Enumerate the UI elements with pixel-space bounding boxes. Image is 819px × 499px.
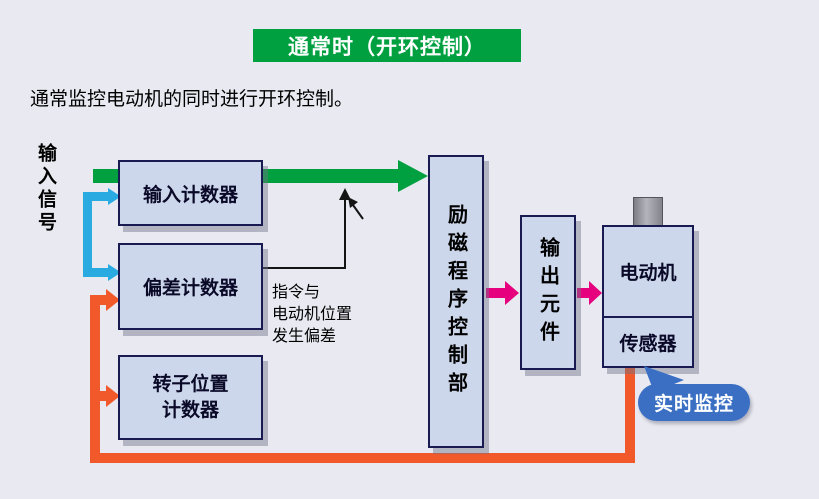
realtime-monitor-badge: 实时监控 xyxy=(638,384,750,421)
title-bar: 通常时（开环控制） xyxy=(253,29,521,62)
deviation-counter-label: 偏差计数器 xyxy=(142,278,238,299)
deviation-note: 指令与 电动机位置 发生偏差 xyxy=(272,284,353,346)
excitation-to-output-arrow xyxy=(486,281,519,305)
deviation-junction-lines xyxy=(263,188,364,269)
excitation-program-controller-block: 励磁程序控制部 xyxy=(428,155,484,448)
drive-arrow-pink xyxy=(486,281,602,305)
title-text: 通常时（开环控制） xyxy=(288,35,486,59)
output-element-label: 输出元件 xyxy=(536,236,559,349)
description-text: 通常监控电动机的同时进行开环控制。 xyxy=(30,89,354,110)
output-to-motor-arrow xyxy=(577,281,602,305)
rotor-position-counter-label: 转子位置 计数器 xyxy=(152,373,229,421)
sensor-block: 传感器 xyxy=(604,316,692,366)
output-element-block: 输出元件 xyxy=(520,215,576,370)
excitation-program-controller-label: 励磁程序控制部 xyxy=(444,203,467,400)
input-counter-block: 输入计数器 xyxy=(118,160,263,226)
input-signal-arrow-blue xyxy=(83,188,121,281)
feedback-line-orange xyxy=(90,289,635,463)
input-signal-label: 输入信号 xyxy=(35,143,56,235)
input-counter-label: 输入计数器 xyxy=(142,184,238,206)
realtime-monitor-label: 实时监控 xyxy=(653,394,734,415)
motor-sensor-block: 电动机 传感器 xyxy=(602,225,694,368)
deviation-counter-block: 偏差计数器 xyxy=(118,243,263,330)
motor-block: 电动机 xyxy=(619,263,677,284)
motor-shaft xyxy=(633,197,663,226)
rotor-position-counter-block: 转子位置 计数器 xyxy=(118,355,263,440)
